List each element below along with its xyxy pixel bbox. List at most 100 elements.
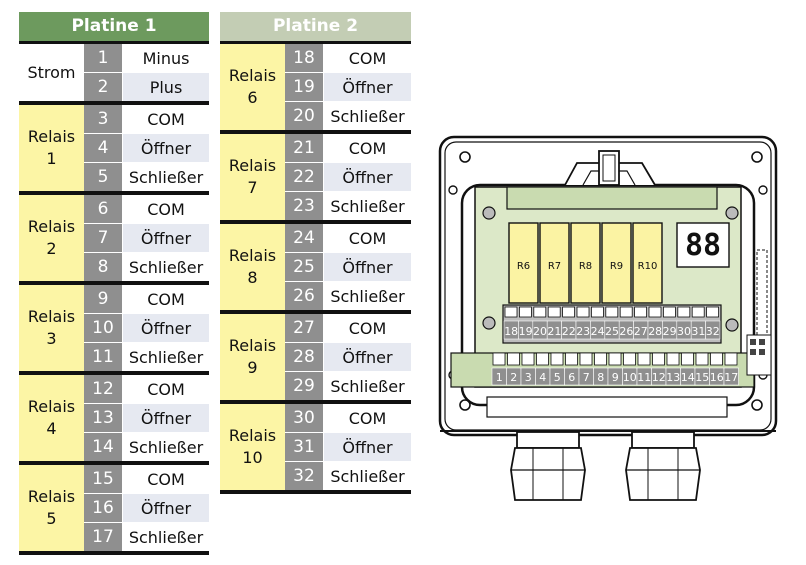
- terminal-number: 3: [84, 105, 123, 133]
- terminal-number: 32: [285, 462, 324, 490]
- upper-terminal-number: 23: [576, 325, 590, 338]
- upper-terminal-number: 20: [533, 325, 547, 338]
- lower-terminal-number: 5: [554, 371, 561, 384]
- terminal-function: COM: [123, 195, 209, 223]
- lower-terminal-number: 14: [681, 371, 695, 384]
- terminal-number: 24: [285, 224, 324, 252]
- cable-glands: [510, 431, 701, 501]
- terminal-function: Öffner: [123, 404, 209, 432]
- upper-terminal-number: 21: [547, 325, 561, 338]
- relay-label: R7: [548, 261, 561, 272]
- lower-terminal-number: 1: [496, 371, 503, 384]
- seven-segment-display: 88: [676, 222, 730, 268]
- relay-label: R8: [579, 261, 592, 272]
- terminal-number: 20: [285, 102, 324, 130]
- terminal-function: Schließer: [123, 163, 209, 191]
- lower-terminal-number: 4: [539, 371, 546, 384]
- terminal-function: Öffner: [123, 314, 209, 342]
- terminal-function: Öffner: [324, 73, 411, 101]
- terminal-slot: [705, 320, 721, 340]
- mount-hole-icon: [459, 151, 471, 163]
- terminal-number: 12: [84, 375, 123, 403]
- upper-terminal-number: 25: [605, 325, 619, 338]
- terminal-screw-icon: [691, 306, 705, 318]
- terminal-screw-icon: [590, 306, 604, 318]
- terminal-function: Öffner: [324, 253, 411, 281]
- terminal-screw-icon: [507, 352, 520, 366]
- terminal-number: 16: [84, 494, 123, 522]
- terminal-number: 13: [84, 404, 123, 432]
- terminal-screw-icon: [550, 352, 564, 366]
- terminal-number: 21: [285, 134, 324, 162]
- terminal-function: Öffner: [123, 134, 209, 162]
- terminal-function: COM: [324, 44, 411, 72]
- terminal-number: 10: [84, 314, 123, 342]
- terminal-function: Schließer: [324, 372, 411, 400]
- terminal-number: 2: [84, 73, 123, 101]
- terminal-function: Öffner: [324, 163, 411, 191]
- relay-r7: [539, 222, 570, 304]
- lower-terminal-number: 7: [583, 371, 590, 384]
- terminal-screw-icon: [634, 306, 648, 318]
- terminal-number: 18: [285, 44, 324, 72]
- terminal-function: Schließer: [123, 523, 209, 551]
- terminal-function: Schließer: [324, 462, 411, 490]
- terminal-screw-icon: [605, 306, 619, 318]
- lower-terminal-number: 15: [695, 371, 709, 384]
- terminal-screw-icon: [623, 352, 636, 366]
- lower-terminal-number: 2: [510, 371, 517, 384]
- terminal-number: 28: [285, 343, 324, 371]
- mount-hole-icon: [459, 399, 471, 411]
- terminal-number: 25: [285, 253, 324, 281]
- terminal-screw-icon: [677, 306, 691, 318]
- terminal-number: 31: [285, 433, 324, 461]
- relay-label: R6: [517, 261, 530, 272]
- terminal-function: Schließer: [123, 253, 209, 281]
- terminal-function: Öffner: [324, 433, 411, 461]
- terminal-function: Schließer: [324, 192, 411, 220]
- lower-terminal-number: 12: [652, 371, 666, 384]
- upper-terminal-number: 32: [706, 325, 720, 338]
- terminal-function: Schließer: [324, 282, 411, 310]
- terminal-screw-icon: [666, 352, 680, 366]
- upper-terminal-number: 27: [634, 325, 648, 338]
- platine-2-title: Platine 2: [220, 12, 411, 41]
- lower-terminal-number: 6: [568, 371, 575, 384]
- terminal-function: Öffner: [324, 343, 411, 371]
- relay-r8: [570, 222, 601, 304]
- terminal-number: 26: [285, 282, 324, 310]
- terminal-number: 5: [84, 163, 123, 191]
- lower-terminal-number: 9: [612, 371, 619, 384]
- terminal-slot: [723, 367, 739, 386]
- lower-terminal-number: 11: [637, 371, 651, 384]
